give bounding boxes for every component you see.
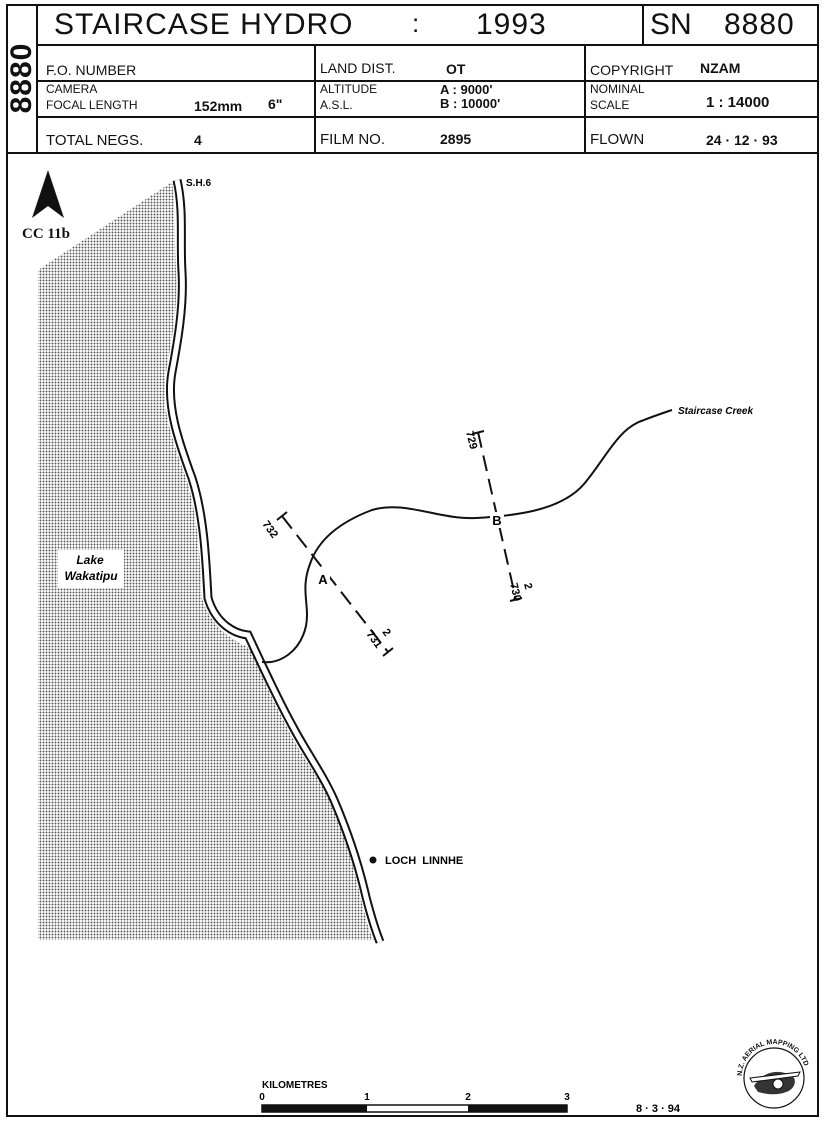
- chart-reference: CC 11b: [22, 226, 70, 242]
- date-stamp: 8 · 3 · 94: [636, 1103, 681, 1115]
- run-a-end-tick: [382, 647, 394, 657]
- survey-year: 1993: [476, 8, 547, 41]
- header-col-divider-2: [584, 44, 586, 152]
- altitude-a-value: A : 9000': [440, 82, 493, 97]
- camera-label: CAMERA: [46, 82, 98, 96]
- run-a-letter-backing: [316, 571, 330, 587]
- flight-run-a: [281, 515, 389, 653]
- header-divider-1: [38, 44, 819, 46]
- sheet-border: [6, 4, 819, 1117]
- focal-length-mm: 152mm: [194, 98, 243, 114]
- nominal-label: NOMINAL: [590, 82, 645, 96]
- run-a-label: A: [318, 572, 328, 587]
- film-no-label: FILM NO.: [320, 131, 386, 148]
- logo-text: N.Z. AERIAL MAPPING LTD: [737, 1039, 809, 1076]
- lake-wakatipu-area: [38, 182, 374, 940]
- place-label: LOCH LINNHE: [385, 855, 463, 867]
- flown-label: FLOWN: [590, 131, 645, 148]
- north-letter: N: [44, 210, 53, 224]
- total-negs-label: TOTAL NEGS.: [46, 132, 144, 149]
- header-divider-4: [6, 152, 819, 154]
- focal-length-label: FOCAL LENGTH: [46, 98, 138, 112]
- sn-value: 8880: [724, 8, 795, 41]
- scale-label: SCALE: [590, 98, 630, 112]
- flown-value: 24 · 12 · 93: [706, 132, 778, 148]
- header-col-divider-1: [314, 44, 316, 152]
- run-a-start-tick: [276, 511, 288, 521]
- run-b-end-frame-no: 2: [521, 582, 534, 591]
- side-number-box: 8880: [5, 4, 38, 152]
- fo-number-label: F.O. NUMBER: [46, 62, 137, 78]
- run-a-start-frame: 732: [260, 519, 280, 541]
- copyright-label: COPYRIGHT: [590, 62, 674, 78]
- survey-title: STAIRCASE HYDRO: [54, 8, 354, 41]
- land-dist-label: LAND DIST.: [320, 60, 396, 76]
- copyright-value: NZAM: [700, 60, 741, 76]
- total-negs-value: 4: [194, 132, 202, 148]
- sn-label: SN: [650, 8, 692, 41]
- scale-tick-0: 0: [259, 1092, 265, 1103]
- lake-label-backing: [58, 550, 124, 588]
- north-arrow-icon: N: [32, 170, 64, 224]
- run-b-end-frame: 730: [507, 582, 523, 603]
- altitude-b-value: B : 10000': [440, 96, 501, 111]
- nz-aerial-mapping-logo: N.Z. AERIAL MAPPING LTD: [728, 1024, 820, 1116]
- lake-label-line2: Wakatipu: [64, 569, 118, 583]
- asl-label: A.S.L.: [320, 98, 353, 112]
- scale-tick-2: 2: [465, 1092, 471, 1103]
- staircase-creek: [261, 409, 673, 664]
- scale-bar-title: KILOMETRES: [262, 1080, 328, 1091]
- run-b-start-frame: 729: [463, 430, 479, 451]
- road-label: S.H.6: [186, 178, 211, 189]
- place-marker: [369, 856, 377, 864]
- film-no-value: 2895: [440, 131, 472, 147]
- scale-value: 1 : 14000: [706, 94, 770, 111]
- run-b-label: B: [492, 513, 501, 528]
- focal-length-inches: 6": [268, 96, 283, 112]
- sn-divider: [642, 4, 644, 44]
- run-a-end-frame-no: 2: [380, 627, 393, 639]
- header-divider-3: [38, 116, 819, 118]
- title-separator: :: [412, 8, 420, 38]
- run-b-end-tick: [509, 597, 523, 602]
- run-b-start-tick: [471, 430, 485, 435]
- header-divider-2: [38, 80, 819, 82]
- scale-bar: KILOMETRES 0 1 2 3: [259, 1080, 570, 1113]
- scale-tick-3: 3: [564, 1092, 570, 1103]
- lake-label-line1: Lake: [76, 553, 104, 567]
- svg-text:N.Z. AERIAL MAPPING LTD: N.Z. AERIAL MAPPING LTD: [737, 1039, 809, 1076]
- scale-tick-1: 1: [364, 1092, 370, 1103]
- land-dist-value: OT: [446, 61, 466, 77]
- run-b-letter-backing: [490, 512, 504, 528]
- creek-label: Staircase Creek: [678, 406, 753, 417]
- altitude-label: ALTITUDE: [320, 82, 378, 96]
